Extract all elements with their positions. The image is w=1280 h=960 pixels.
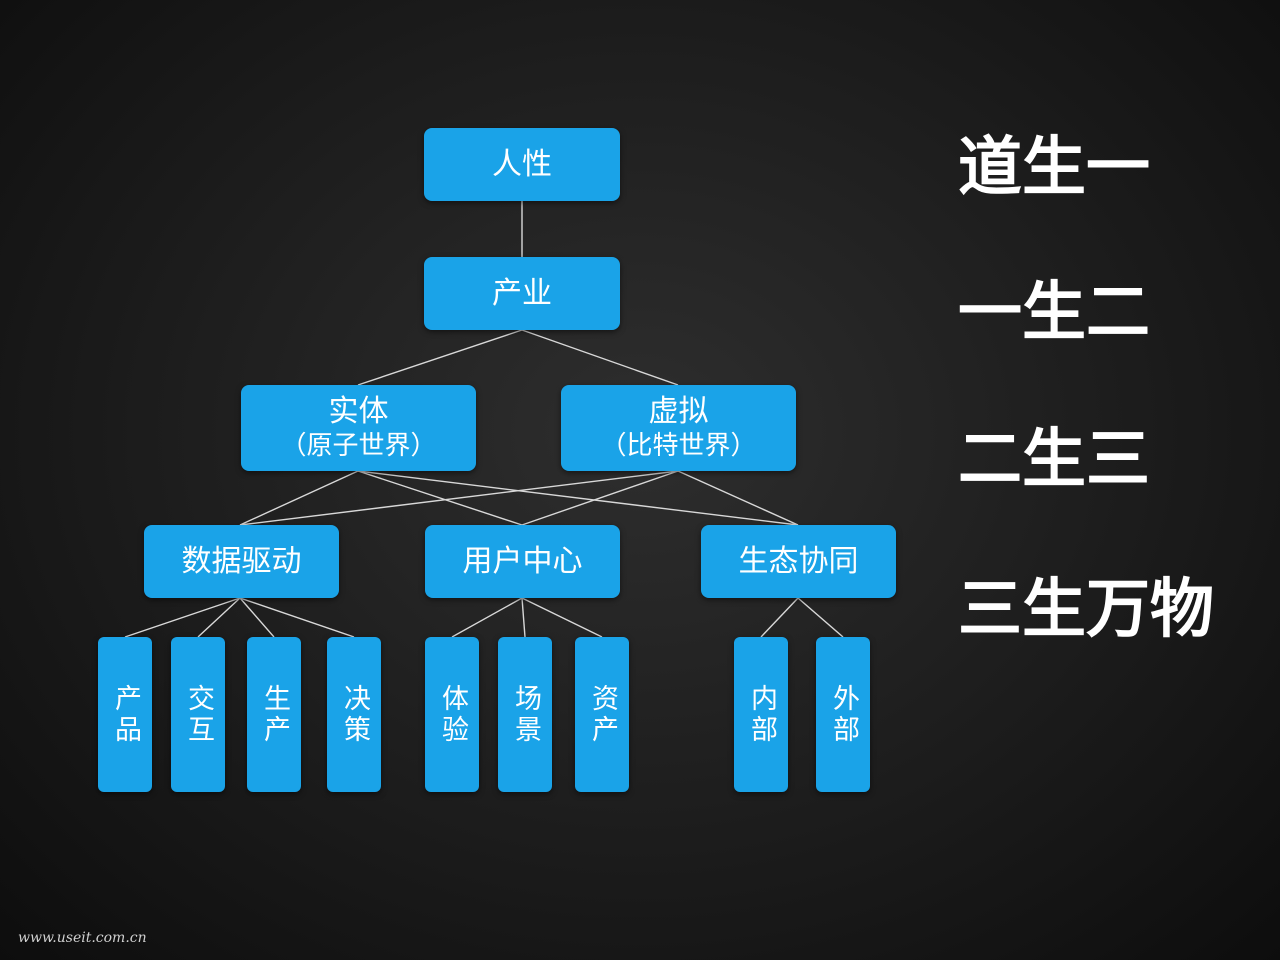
leaf-external: 外部 <box>816 637 870 792</box>
leaf-internal: 内部 <box>734 637 788 792</box>
node-label: 数据驱动 <box>181 543 302 579</box>
connector <box>760 597 799 638</box>
node-virtual: 虚拟 （比特世界） <box>561 385 796 471</box>
node-label: 人性 <box>492 146 552 182</box>
connector <box>521 329 679 386</box>
connector <box>521 470 679 526</box>
leaf-interaction: 交互 <box>171 637 225 792</box>
connector <box>677 470 799 526</box>
leaf-scenario: 场景 <box>498 637 552 792</box>
connector <box>521 597 526 638</box>
leaf-label: 决策 <box>339 683 370 746</box>
leaf-label: 内部 <box>746 683 777 746</box>
leaf-experience: 体验 <box>425 637 479 792</box>
node-sublabel: （比特世界） <box>600 431 757 461</box>
node-label: 实体 <box>328 394 389 429</box>
node-label: 虚拟 <box>648 394 709 429</box>
motto-line-2: 一生二 <box>958 276 1150 350</box>
node-physical: 实体 （原子世界） <box>241 385 476 471</box>
watermark: www.useit.com.cn <box>18 930 147 946</box>
leaf-product: 产品 <box>98 637 152 792</box>
motto-line-4: 三生万物 <box>958 573 1214 647</box>
node-data-driven: 数据驱动 <box>144 525 339 598</box>
connector <box>239 597 355 638</box>
node-label: 用户中心 <box>462 543 583 579</box>
leaf-label: 场景 <box>510 683 541 746</box>
node-ecosystem: 生态协同 <box>701 525 896 598</box>
leaf-label: 体验 <box>437 683 468 746</box>
connector <box>197 597 241 638</box>
node-label: 生态协同 <box>738 543 859 579</box>
motto-line-1: 道生一 <box>958 131 1150 205</box>
connector <box>239 470 679 526</box>
node-industry: 产业 <box>424 257 620 330</box>
connector <box>451 597 523 638</box>
node-user-center: 用户中心 <box>425 525 620 598</box>
leaf-label: 交互 <box>183 683 214 746</box>
leaf-label: 外部 <box>828 683 859 746</box>
connector <box>357 470 799 526</box>
connector <box>797 597 844 638</box>
node-root: 人性 <box>424 128 620 201</box>
node-label: 产业 <box>492 275 552 311</box>
connector <box>239 470 359 526</box>
leaf-label: 产品 <box>110 683 141 746</box>
connector <box>521 597 603 638</box>
leaf-label: 资产 <box>587 683 618 746</box>
connector <box>124 597 241 638</box>
motto-line-3: 二生三 <box>958 423 1150 497</box>
leaf-decision: 决策 <box>327 637 381 792</box>
connector <box>357 329 523 386</box>
node-sublabel: （原子世界） <box>280 431 437 461</box>
leaf-production: 生产 <box>247 637 301 792</box>
leaf-asset: 资产 <box>575 637 629 792</box>
leaf-label: 生产 <box>259 683 290 746</box>
connector <box>357 470 523 526</box>
connector <box>239 597 275 638</box>
